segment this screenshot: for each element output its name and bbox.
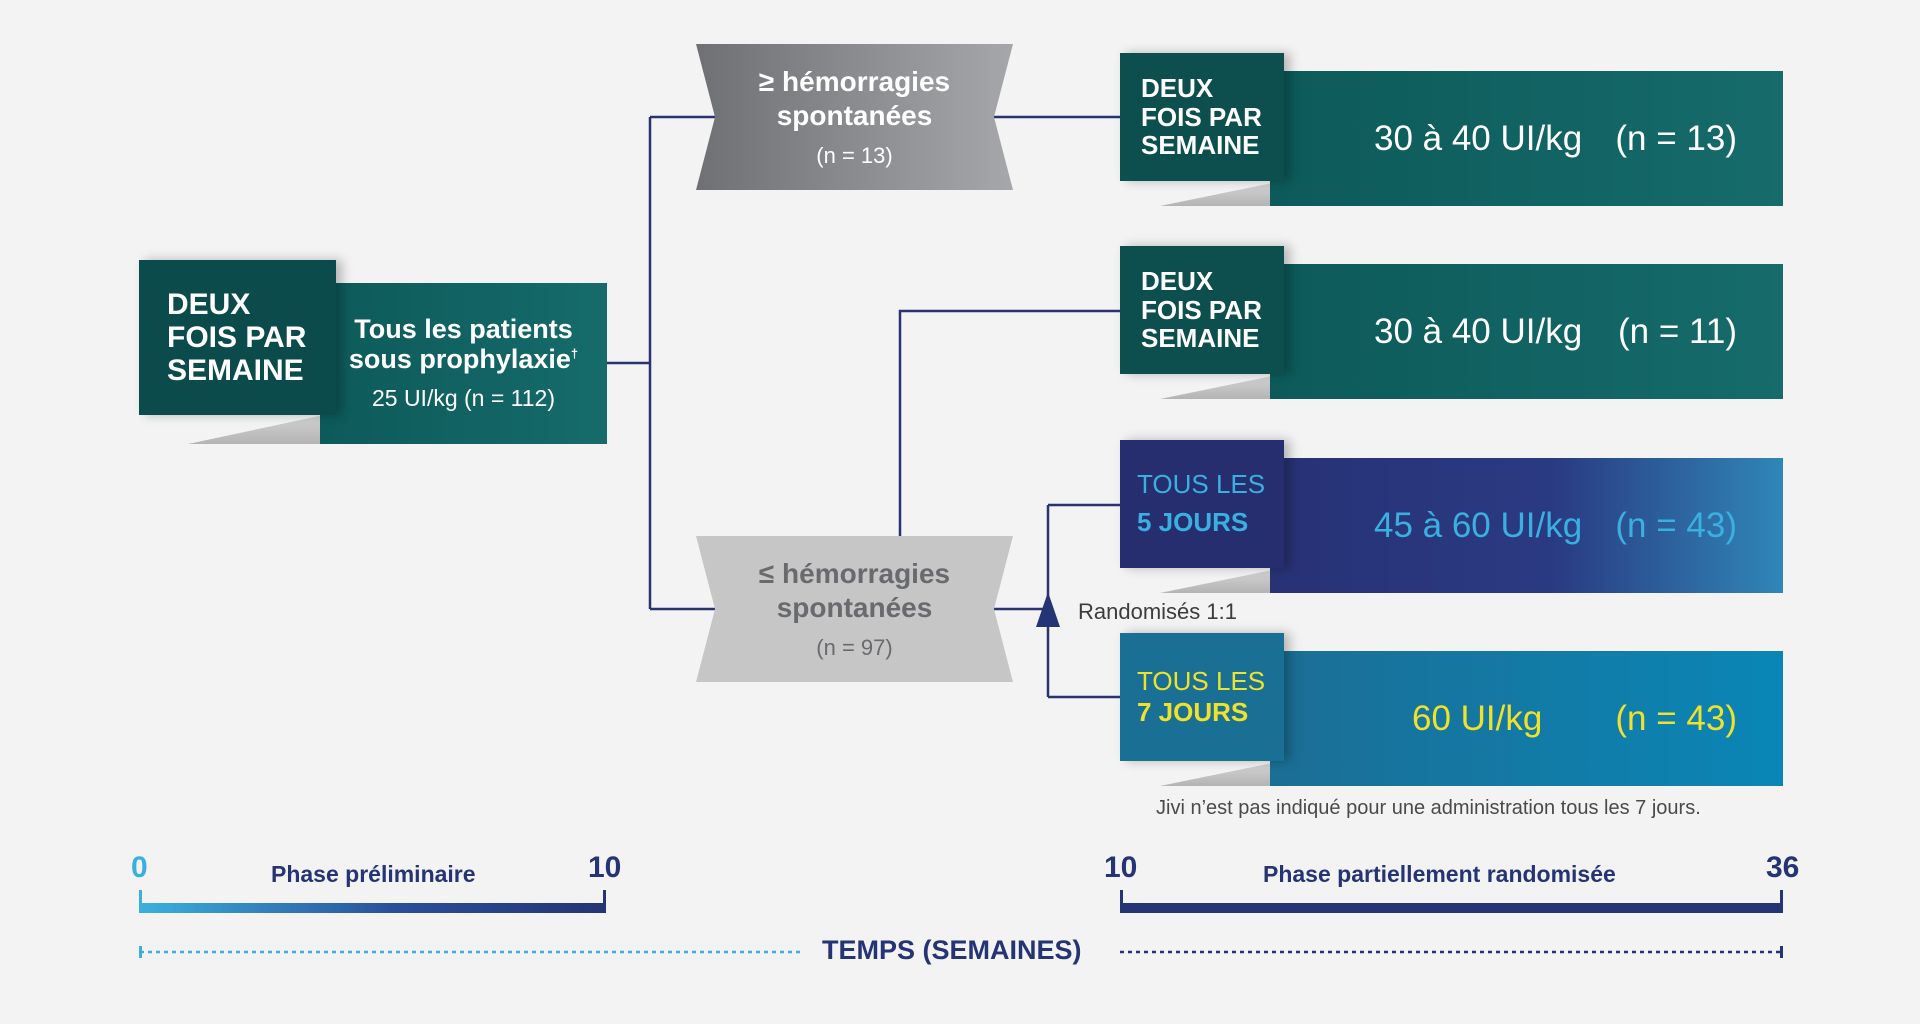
arm-3-frequency-tag: TOUS LES 5 JOURS bbox=[1120, 440, 1284, 568]
arm-4-tag-line2: 7 JOURS bbox=[1137, 697, 1249, 727]
randomized-label: Randomisés 1:1 bbox=[1078, 599, 1237, 624]
start-subtitle: 25 UI/kg (n = 112) bbox=[371, 384, 556, 411]
arm-2-frequency-tag: DEUX FOIS PAR SEMAINE bbox=[1120, 246, 1284, 374]
phase1-end-tick bbox=[603, 890, 606, 913]
arm-1-tag-line1: DEUX bbox=[1141, 73, 1214, 104]
node-low-bleeds: ≤ hémorragies spontanées (n = 97) bbox=[696, 536, 1013, 682]
arm-1-tag-line2: FOIS PAR bbox=[1141, 101, 1262, 132]
arm-2-tag-line2: FOIS PAR bbox=[1141, 294, 1262, 325]
phase2-start-label: 10 bbox=[1104, 851, 1138, 884]
axis-title: TEMPS (SEMAINES) bbox=[822, 935, 1082, 965]
arm-2-n: (n = 11) bbox=[1618, 311, 1737, 351]
arm-3-tag-line2: 5 JOURS bbox=[1137, 507, 1249, 537]
arm-2-tag-text: DEUX FOIS PAR SEMAINE bbox=[1141, 267, 1262, 353]
arm-2-tag-line1: DEUX bbox=[1141, 266, 1214, 297]
arm-2-dose: 30 à 40 UI/kg bbox=[1374, 311, 1583, 351]
indication-note: Jivi n’est pas indiqué pour une administ… bbox=[1156, 797, 1701, 819]
randomization-arrow-icon bbox=[1036, 592, 1060, 627]
start-title-line1: Tous les patients bbox=[354, 314, 573, 345]
arm-1-dose: 30 à 40 UI/kg bbox=[1374, 118, 1583, 158]
arm-3-n: (n = 43) bbox=[1615, 505, 1737, 545]
arm-3-bar: 45 à 60 UI/kg (n = 43) bbox=[1270, 458, 1783, 593]
arm-4-n: (n = 43) bbox=[1615, 698, 1737, 738]
arm-3-tag-text: TOUS LES 5 JOURS bbox=[1137, 466, 1265, 541]
phase1-start-tick bbox=[139, 890, 142, 913]
start-frequency-tag: DEUX FOIS PAR SEMAINE bbox=[139, 260, 336, 415]
node-low-title: ≤ hémorragies spontanées bbox=[758, 558, 951, 623]
arm-3-dose: 45 à 60 UI/kg bbox=[1374, 505, 1583, 545]
arm-1-frequency-tag: DEUX FOIS PAR SEMAINE bbox=[1120, 53, 1284, 181]
arm-2-tag-line3: SEMAINE bbox=[1141, 323, 1260, 354]
arm-4-dose: 60 UI/kg bbox=[1412, 698, 1543, 738]
axis-right-tick bbox=[1780, 946, 1783, 958]
arm-4-tag-line1: TOUS LES bbox=[1137, 665, 1266, 696]
node-high-n: (n = 13) bbox=[816, 142, 893, 168]
phase1-end-label: 10 bbox=[588, 851, 622, 884]
phase2-start-tick bbox=[1120, 890, 1123, 913]
arm-4-bar: 60 UI/kg (n = 43) bbox=[1270, 651, 1783, 786]
phase1-start-label: 0 bbox=[131, 851, 148, 884]
node-high-bleeds: ≥ hémorragies spontanées (n = 13) bbox=[696, 44, 1013, 190]
node-high-title: ≥ hémorragies spontanées bbox=[758, 66, 951, 131]
connector-low-to-arm2 bbox=[898, 309, 1120, 536]
start-tag-text: DEUX FOIS PAR SEMAINE bbox=[167, 288, 307, 387]
start-bar: Tous les patients sous prophylaxie† 25 U… bbox=[320, 283, 607, 444]
phase2-bar bbox=[1120, 903, 1783, 913]
start-title: Tous les patients sous prophylaxie† bbox=[348, 314, 579, 374]
node-low-n: (n = 97) bbox=[816, 634, 893, 660]
arm-1-n: (n = 13) bbox=[1615, 118, 1737, 158]
phase2-end-tick bbox=[1780, 890, 1783, 913]
arm-4-tag-text: TOUS LES 7 JOURS bbox=[1137, 666, 1265, 728]
arm-3-tag-line1: TOUS LES bbox=[1137, 469, 1266, 500]
arm-1-tag-line3: SEMAINE bbox=[1141, 130, 1260, 161]
arm-4-frequency-tag: TOUS LES 7 JOURS bbox=[1120, 633, 1284, 761]
arm-1-bar: 30 à 40 UI/kg (n = 13) bbox=[1270, 71, 1783, 206]
phase1-bar bbox=[139, 903, 606, 913]
phase1-label: Phase préliminaire bbox=[271, 861, 476, 887]
phase2-end-label: 36 bbox=[1766, 851, 1800, 884]
dagger-mark: † bbox=[570, 346, 579, 361]
phase2-label: Phase partiellement randomisée bbox=[1263, 861, 1616, 887]
axis-left-tick bbox=[139, 946, 142, 958]
start-title-line2: sous prophylaxie bbox=[348, 344, 571, 374]
arm-2-bar: 30 à 40 UI/kg (n = 11) bbox=[1270, 264, 1783, 399]
arm-1-tag-text: DEUX FOIS PAR SEMAINE bbox=[1141, 74, 1262, 160]
